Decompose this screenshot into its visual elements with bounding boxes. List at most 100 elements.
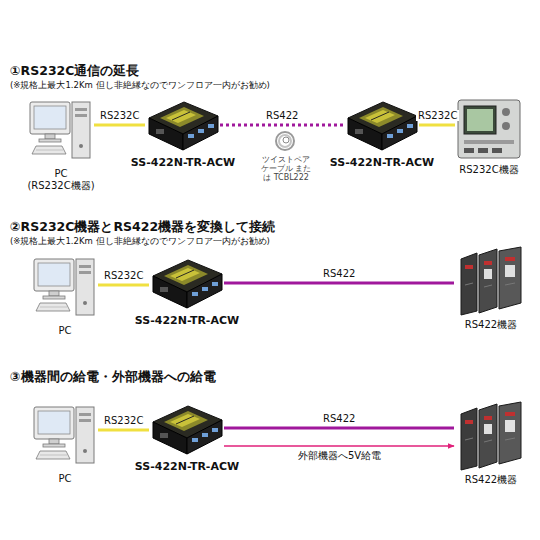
- signal-label: 外部機器へ5V給電: [296, 450, 383, 461]
- icon-part: [202, 287, 208, 291]
- icon-part: [484, 424, 492, 434]
- pc-node: PC: [32, 403, 98, 471]
- icon-part: [464, 140, 514, 144]
- icon-part: [188, 134, 194, 138]
- node-caption: RS422機器: [465, 474, 517, 486]
- icon-part: [397, 129, 403, 133]
- icon-part: [499, 402, 521, 464]
- device-icon: [150, 400, 224, 458]
- icon-part: [465, 265, 473, 269]
- node-caption: PC: [58, 473, 71, 485]
- icon-part: [484, 416, 492, 420]
- icon-part: [75, 114, 87, 117]
- device-icon: [345, 96, 419, 154]
- equipment-node: RS232C機器: [456, 96, 522, 162]
- connector-line: [224, 445, 454, 447]
- icon-part: [34, 407, 74, 439]
- icon-part: [34, 259, 74, 291]
- icon-part: [164, 411, 208, 431]
- icon-part: [49, 439, 59, 444]
- icon-part: [36, 150, 63, 151]
- cable-coil: [276, 132, 294, 150]
- icon-part: [164, 265, 208, 285]
- signal-label: RS422: [321, 268, 357, 279]
- signal-label: RS232C: [102, 415, 145, 426]
- icon-part: [505, 283, 515, 285]
- icon-part: [36, 451, 70, 459]
- icon-part: [461, 253, 477, 315]
- icon-part: [38, 263, 70, 286]
- icon-part: [72, 102, 90, 158]
- connector-line: [94, 124, 145, 127]
- icon-part: [79, 413, 91, 416]
- icon-part: [479, 249, 497, 313]
- icon-part: [83, 301, 87, 305]
- equipment-node: RS422機器: [455, 400, 527, 472]
- icon-part: [38, 411, 70, 434]
- icon-part: [32, 146, 66, 154]
- icon-part: [49, 291, 59, 296]
- connector-line: [98, 284, 149, 287]
- section-heading: ③機器間の給電・外部機器への給電: [10, 370, 216, 384]
- icon-part: [76, 259, 94, 315]
- pc-icon: [32, 255, 98, 323]
- note: (※規格上最大1.2Km 但し非絶縁なのでワンフロア一内がお勧め): [10, 237, 270, 247]
- node-caption: SS-422N-TR-ACW: [135, 460, 239, 473]
- icon-part: [40, 307, 67, 308]
- cable-coil-ring: [283, 137, 289, 143]
- icon-part: [478, 148, 488, 153]
- connector-line: [220, 124, 344, 127]
- rack-icon: [455, 245, 527, 317]
- icon-part: [505, 257, 515, 261]
- icon-part: [359, 107, 403, 127]
- icon-part: [198, 129, 204, 133]
- icon-part: [371, 112, 389, 120]
- icon-part: [160, 107, 204, 127]
- icon-part: [79, 144, 83, 148]
- signal-label: RS422: [264, 110, 300, 121]
- rack-icon: [455, 400, 527, 472]
- section-heading: ②RS232C機器とRS422機器を変換して接続: [10, 220, 275, 234]
- icon-part: [79, 271, 91, 274]
- icon-part: [176, 416, 194, 424]
- icon-part: [39, 139, 61, 142]
- icon-part: [479, 404, 497, 468]
- icon-part: [76, 407, 94, 463]
- icon-part: [160, 287, 168, 292]
- cable-label: ツイストペア ケーブル または TCBL222: [258, 155, 314, 183]
- icon-part: [192, 292, 198, 296]
- icon-part: [172, 112, 190, 120]
- icon-part: [79, 265, 91, 268]
- signal-label: RS422: [321, 413, 357, 424]
- icon-part: [212, 428, 218, 432]
- icon-part: [160, 433, 168, 438]
- pc-icon: [28, 98, 94, 166]
- converter-device: SS-422N-TR-ACW: [150, 400, 224, 458]
- converter-device: SS-422N-TR-ACW: [345, 96, 419, 154]
- icon-part: [45, 134, 55, 139]
- node-label: PC: [58, 325, 71, 337]
- icon-part: [484, 285, 492, 287]
- node-label: RS422機器: [465, 319, 517, 331]
- icon-part: [75, 108, 87, 111]
- device-icon: [150, 254, 224, 312]
- icon-part: [166, 110, 196, 123]
- signal-label: RS232C: [102, 270, 145, 281]
- connector-line: [224, 282, 454, 285]
- node-label: RS232C機器: [459, 164, 518, 176]
- node-label: PC: [58, 473, 71, 485]
- pc-node: PC: [32, 255, 98, 323]
- signal-label: RS232C: [416, 110, 459, 121]
- node-label: RS422機器: [465, 474, 517, 486]
- icon-part: [502, 108, 510, 116]
- icon-part: [465, 283, 473, 285]
- icon-part: [407, 124, 413, 128]
- icon-part: [464, 148, 474, 153]
- icon-part: [43, 444, 65, 447]
- icon-part: [484, 269, 492, 279]
- icon-part: [355, 129, 363, 134]
- icon-part: [202, 433, 208, 437]
- icon-part: [170, 268, 200, 281]
- icon-part: [43, 296, 65, 299]
